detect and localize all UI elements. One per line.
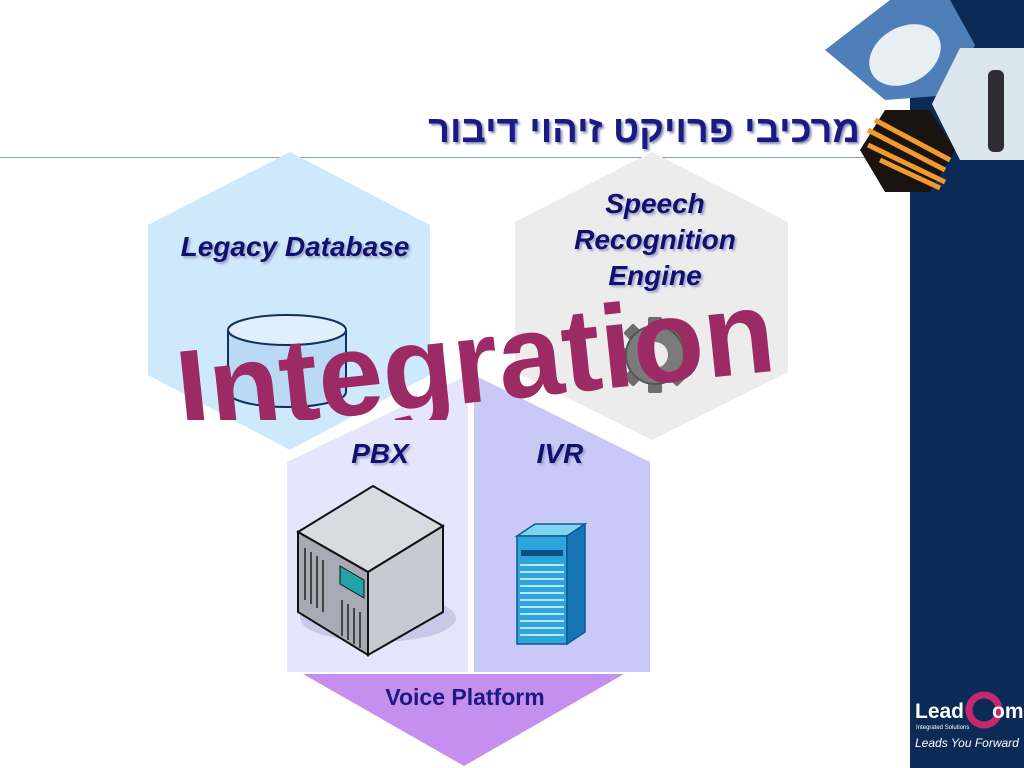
logo-lead-text: Lead	[915, 700, 964, 723]
legacy-database-hexagon	[148, 152, 430, 450]
speech-engine-label-line2: Recognition	[574, 224, 736, 255]
slide-title: מרכיבי פרויקט זיהוי דיבור	[428, 109, 860, 151]
ivr-server-icon	[514, 522, 588, 646]
legacy-database-label: Legacy Database	[180, 231, 410, 262]
voice-platform-label: Voice Platform	[385, 684, 545, 710]
pbx-server-icon	[296, 484, 456, 657]
gear-icon	[617, 317, 693, 393]
logo-tagline: Leads You Forward	[915, 736, 1019, 750]
satellite-dish-icon	[869, 24, 941, 86]
integration-wordart: Integration	[170, 270, 781, 420]
speech-engine-label-line1: Speech	[605, 188, 705, 219]
voice-platform-triangle	[303, 674, 624, 766]
speech-engine-label-line3: Engine	[608, 260, 702, 291]
ivr-label: IVR	[536, 438, 584, 469]
speech-engine-label: Speech Recognition Engine	[540, 186, 770, 294]
leadcom-logo: Lead om Integrated Solutions Leads You F…	[915, 691, 1024, 750]
logo-c-icon	[965, 691, 1003, 729]
title-underline	[0, 157, 910, 158]
walking-person-icon	[988, 70, 1004, 152]
cables-icon	[866, 117, 952, 191]
integration-text: Integration	[170, 270, 781, 420]
pbx-label: PBX	[351, 438, 409, 469]
logo-subtitle: Integrated Solutions	[916, 725, 969, 731]
logo-om-text: om	[992, 700, 1024, 723]
database-cylinder-icon	[227, 314, 347, 408]
speech-engine-hexagon	[515, 152, 788, 440]
